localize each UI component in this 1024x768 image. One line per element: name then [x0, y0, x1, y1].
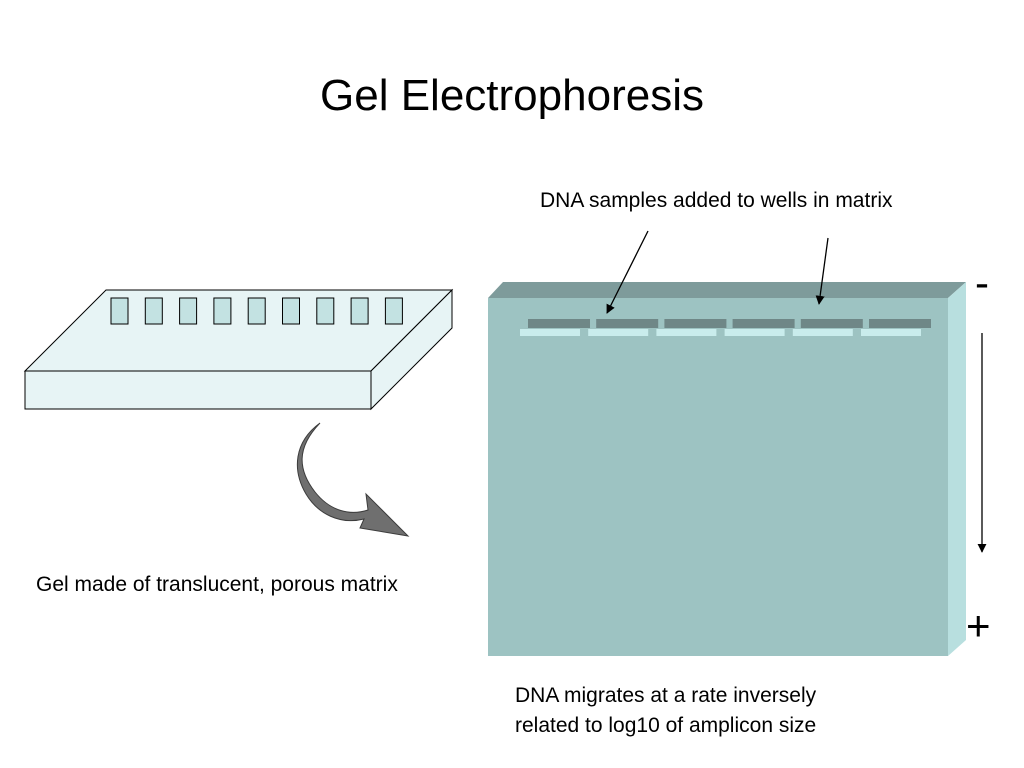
- tray-well: [384, 297, 403, 325]
- negative-electrode-label: -: [975, 259, 989, 306]
- gel-well: [596, 319, 659, 328]
- gel-tray-side: [370, 288, 453, 411]
- tray-well: [316, 297, 335, 325]
- gel-well: [664, 319, 727, 328]
- migration-caption-line1: DNA migrates at a rate inversely: [515, 684, 817, 707]
- samples-caption: DNA samples added to wells in matrix: [540, 189, 893, 212]
- gel-slab-face: [488, 298, 948, 656]
- gel-well-highlight: [792, 329, 853, 336]
- gel-well-highlight: [861, 329, 921, 336]
- gel-well-highlight: [656, 329, 717, 336]
- gel-slab-top: [488, 282, 966, 298]
- tray-well: [282, 297, 300, 325]
- gel-lanes: [520, 319, 931, 336]
- migration-caption: DNA migrates at a rate inversely related…: [515, 681, 935, 741]
- pointer-arrow-right: [815, 237, 829, 305]
- gel-well-highlight: [724, 329, 785, 336]
- tray-well: [350, 297, 369, 325]
- gel-well: [869, 319, 931, 328]
- gel-well: [732, 319, 795, 328]
- tray-wells: [110, 297, 403, 325]
- slide-title: Gel Electrophoresis: [320, 71, 704, 120]
- gel-well-highlight: [588, 329, 649, 336]
- gel-matrix-caption: Gel made of translucent, porous matrix: [36, 573, 398, 596]
- tray-well: [247, 297, 266, 325]
- tray-well: [144, 297, 163, 325]
- gel-slab-side: [948, 282, 966, 656]
- gel-tray: [23, 288, 454, 411]
- pointer-arrow-left: [606, 230, 649, 314]
- gel-well: [528, 319, 590, 328]
- gel-well-highlight: [520, 329, 580, 336]
- tray-well: [179, 297, 198, 325]
- migration-caption-line2: related to log10 of amplicon size: [515, 714, 817, 737]
- tray-well: [110, 297, 129, 325]
- positive-electrode-label: +: [966, 602, 991, 649]
- gel-tray-front: [24, 370, 372, 410]
- curved-arrow-icon: [296, 422, 410, 537]
- gel-slab: [488, 282, 966, 656]
- gel-well: [800, 319, 863, 328]
- tray-well: [213, 297, 232, 325]
